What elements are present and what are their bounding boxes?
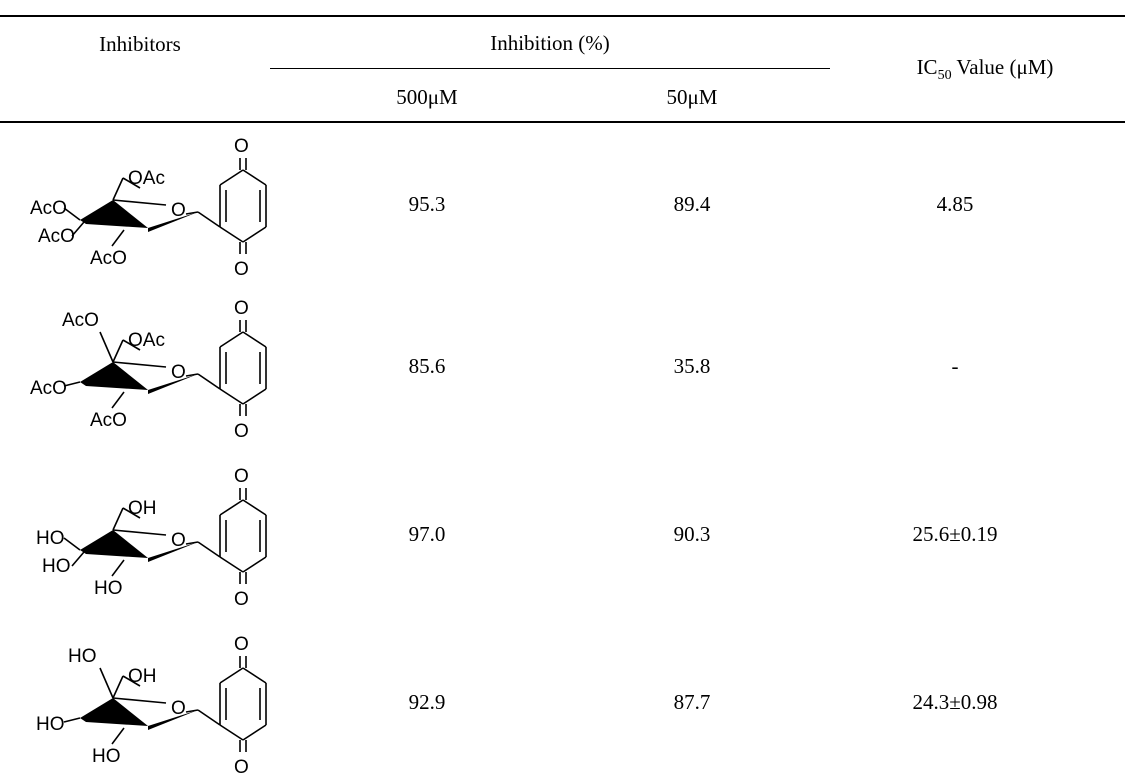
header-ic50: IC50 Value (μM) — [855, 55, 1115, 84]
r1-label: HO — [36, 528, 65, 549]
row-3-500um: 97.0 — [408, 522, 446, 546]
ring-o-label: O — [171, 698, 186, 719]
quinone-o-bottom: O — [234, 757, 249, 778]
ring-o-label: O — [171, 362, 186, 383]
ring-o-label: O — [171, 200, 186, 221]
row-3-50um: 90.3 — [673, 522, 711, 546]
structure-row-2: O O OAc O AcO AcO AcO — [30, 298, 267, 442]
r3-label: AcO — [90, 248, 127, 269]
quinone-o-top: O — [234, 136, 249, 157]
header-500um: 500μM — [396, 85, 458, 109]
header-ic50-prefix: IC — [916, 55, 938, 79]
r3-label: HO — [94, 578, 123, 599]
row-1-500um: 95.3 — [408, 192, 446, 216]
header-50um: 50μM — [666, 85, 718, 109]
header-ic50-suffix: Value (μM) — [951, 55, 1054, 79]
quinone-o-bottom: O — [234, 259, 249, 280]
quinone-o-top: O — [234, 298, 249, 319]
row-4-50um: 87.7 — [673, 690, 711, 714]
row-2-ic50: - — [951, 354, 959, 378]
header-inhibition: Inhibition (%) — [490, 31, 610, 55]
row-2-500um: 85.6 — [408, 354, 446, 378]
ring-o-label: O — [171, 530, 186, 551]
r1-label: AcO — [62, 310, 99, 331]
r1-label: AcO — [30, 198, 67, 219]
r2-label: AcO — [38, 226, 75, 247]
r2-label: HO — [42, 556, 71, 577]
row-4-500um: 92.9 — [408, 690, 446, 714]
r2-label: AcO — [30, 378, 67, 399]
structure-row-3: O O OH O HO HO HO — [36, 466, 267, 610]
row-4-ic50: 24.3±0.98 — [912, 690, 998, 714]
header-inhibitors: Inhibitors — [99, 32, 181, 56]
ome-label: OH — [128, 666, 157, 687]
row-2-50um: 35.8 — [673, 354, 711, 378]
ome-label: OAc — [128, 168, 165, 189]
r3-label: AcO — [90, 410, 127, 431]
header-ic50-sub: 50 — [937, 68, 952, 84]
structure-row-1: O O OAc O AcO AcO AcO — [30, 136, 267, 280]
r2-label: HO — [36, 714, 65, 735]
row-1-ic50: 4.85 — [936, 192, 974, 216]
r3-label: HO — [92, 746, 121, 767]
quinone-o-top: O — [234, 466, 249, 487]
header-rule — [0, 121, 1125, 123]
quinone-o-bottom: O — [234, 589, 249, 610]
inhibition-group-rule — [270, 68, 830, 69]
quinone-o-bottom: O — [234, 421, 249, 442]
quinone-o-top: O — [234, 634, 249, 655]
top-rule — [0, 15, 1125, 17]
ome-label: OAc — [128, 330, 165, 351]
row-3-ic50: 25.6±0.19 — [912, 522, 998, 546]
ome-label: OH — [128, 498, 157, 519]
structure-row-4: O O OH O HO HO HO — [36, 634, 267, 778]
row-1-50um: 89.4 — [673, 192, 711, 216]
r1-label: HO — [68, 646, 97, 667]
